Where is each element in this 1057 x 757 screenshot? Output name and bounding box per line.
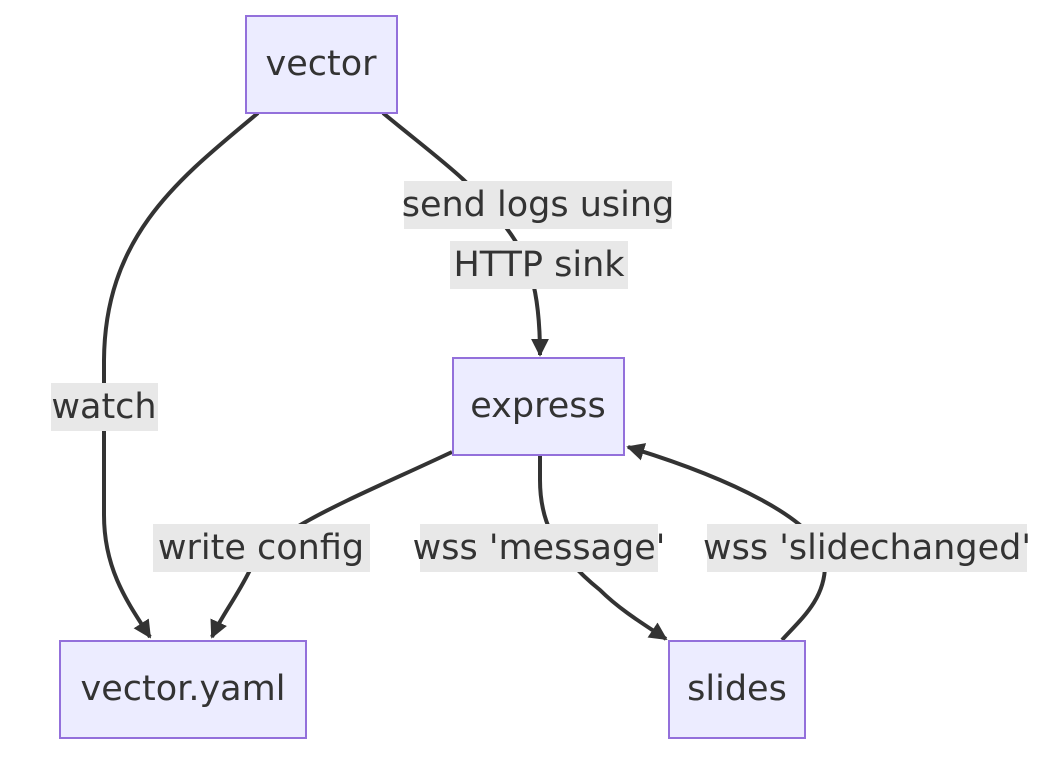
edge-label-write-config-text: write config — [158, 528, 364, 568]
edge-label-wss-slidechanged: wss 'slidechanged' — [703, 524, 1031, 572]
node-express[interactable]: express — [452, 357, 625, 456]
node-express-label: express — [470, 386, 605, 426]
edge-label-send-logs-line2: HTTP sink — [453, 245, 625, 285]
edge-label-wss-slidechanged-text: wss 'slidechanged' — [703, 528, 1031, 568]
edge-label-send-logs: send logs using HTTP sink — [402, 181, 675, 289]
node-vector[interactable]: vector — [245, 15, 398, 114]
node-vector-label: vector — [265, 44, 377, 84]
node-slides-label: slides — [687, 669, 787, 709]
node-slides[interactable]: slides — [668, 640, 806, 739]
edge-label-watch: watch — [51, 383, 158, 431]
edge-label-wss-message: wss 'message' — [413, 524, 666, 572]
edge-label-wss-message-text: wss 'message' — [413, 528, 666, 568]
edge-vector-to-vector-yaml — [102, 111, 260, 639]
edge-vector-to-express — [381, 111, 549, 357]
edge-label-write-config: write config — [153, 524, 370, 572]
edge-label-watch-text: watch — [51, 387, 156, 427]
node-vector-yaml[interactable]: vector.yaml — [59, 640, 307, 739]
edge-express-to-slides — [538, 456, 668, 641]
node-vector-yaml-label: vector.yaml — [81, 669, 286, 709]
edge-label-send-logs-line1: send logs using — [402, 185, 675, 225]
